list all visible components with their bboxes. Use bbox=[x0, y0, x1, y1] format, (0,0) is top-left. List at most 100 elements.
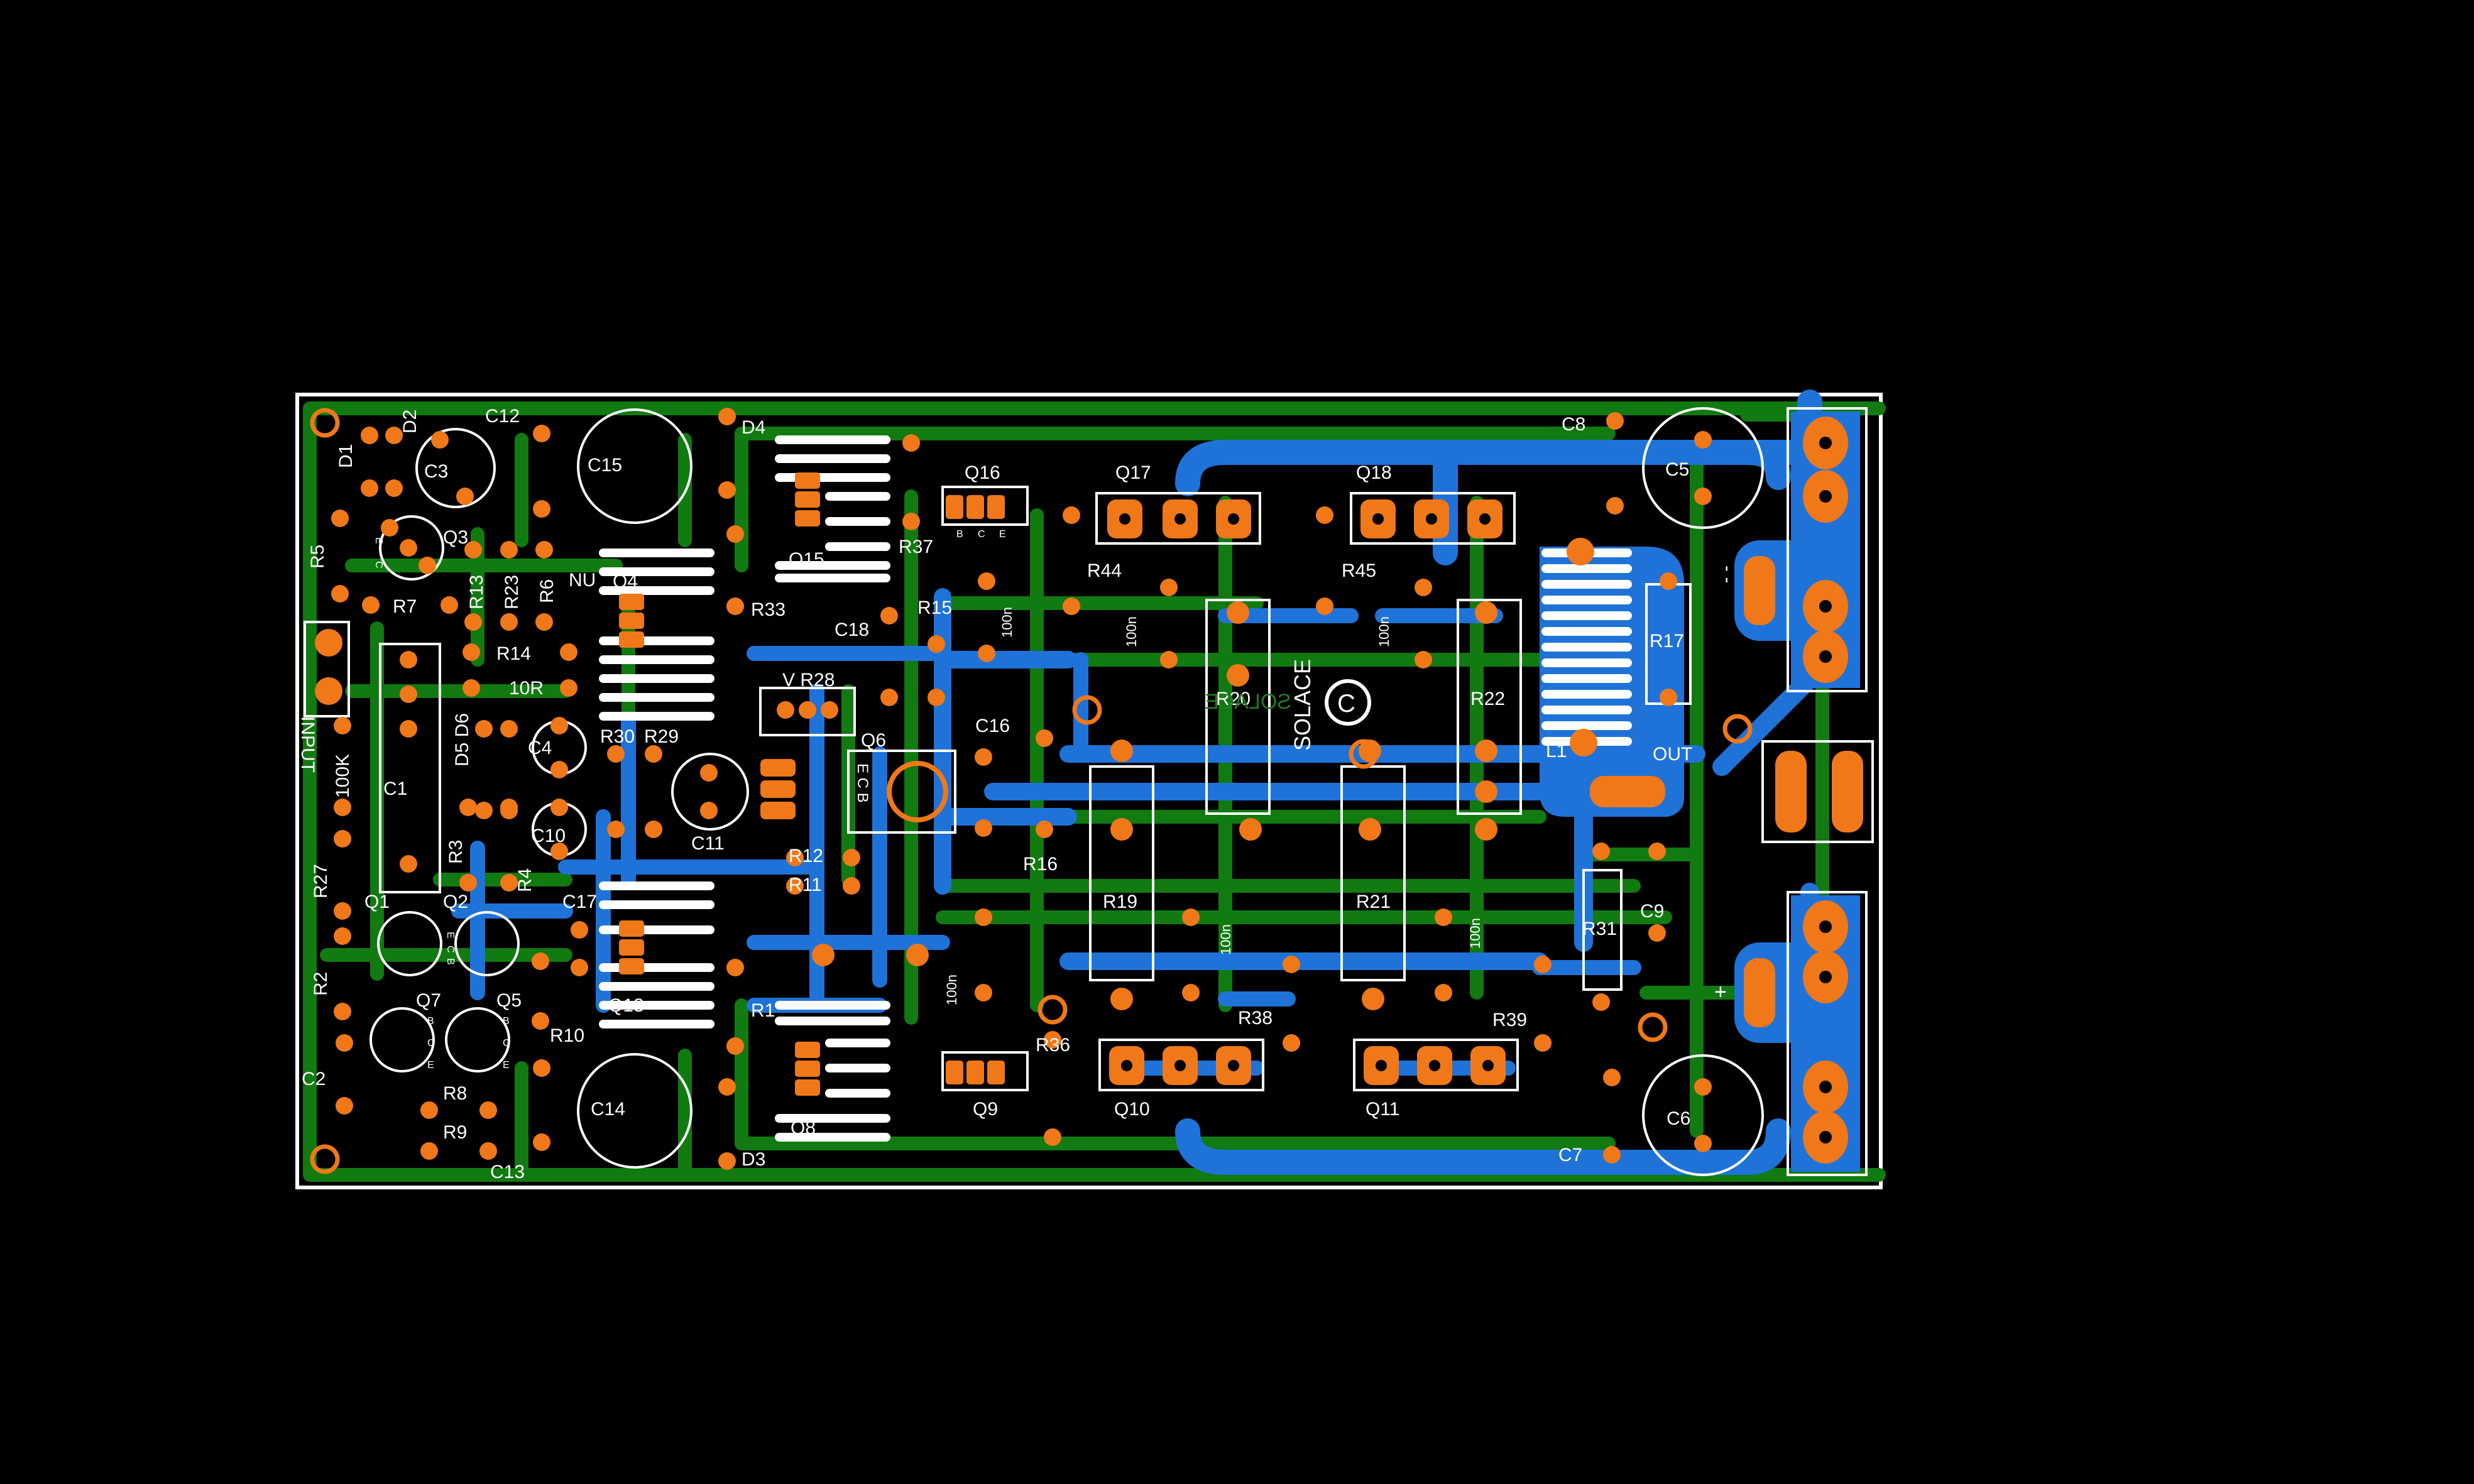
label-r21: R21 bbox=[1356, 892, 1391, 912]
label-q17: Q17 bbox=[1115, 462, 1151, 483]
label-r20: R20 bbox=[1216, 689, 1251, 709]
label-c16: C16 bbox=[975, 716, 1010, 736]
pin-q16-c: C bbox=[978, 529, 985, 540]
q1-outline bbox=[377, 911, 442, 976]
connector-gnd-outline bbox=[1761, 740, 1874, 843]
label-r27: R27 bbox=[310, 864, 331, 898]
label-pos-rail: + bbox=[1714, 980, 1727, 1004]
label-r38: R38 bbox=[1238, 1008, 1273, 1028]
label-input: INPUT bbox=[297, 716, 318, 773]
pin-q1-b: B bbox=[445, 958, 456, 965]
label-nu: NU bbox=[569, 570, 596, 591]
label-r30: R30 bbox=[600, 726, 635, 747]
c1-outline bbox=[379, 643, 441, 893]
r19-outline bbox=[1089, 765, 1154, 981]
label-q4: Q4 bbox=[613, 571, 638, 592]
label-d3: D3 bbox=[742, 1149, 765, 1170]
c14-outline bbox=[577, 1053, 692, 1169]
input-connector-outline bbox=[304, 621, 350, 717]
label-c6: C6 bbox=[1667, 1108, 1690, 1129]
c5-outline bbox=[1642, 407, 1764, 529]
label-c3: C3 bbox=[424, 461, 448, 482]
q17-outline bbox=[1095, 492, 1261, 545]
heatsink-q8 bbox=[775, 1001, 890, 1142]
label-r36: R36 bbox=[1036, 1035, 1070, 1056]
connector-top-outline bbox=[1787, 407, 1868, 692]
label-logo: C bbox=[1337, 690, 1355, 717]
r31-outline bbox=[1582, 869, 1623, 991]
pin-q3-c: C bbox=[373, 561, 384, 569]
pin-q5-e: E bbox=[503, 1060, 510, 1071]
label-q15: Q15 bbox=[789, 549, 824, 570]
label-r16: R16 bbox=[1023, 854, 1058, 875]
r21-outline bbox=[1340, 765, 1406, 981]
label-q1: Q1 bbox=[364, 892, 390, 912]
label-r28: V R28 bbox=[782, 670, 835, 690]
label-r22: R22 bbox=[1470, 689, 1505, 709]
q16-outline bbox=[941, 486, 1029, 526]
label-r7: R7 bbox=[393, 596, 417, 617]
label-cap-100n-e: 100n bbox=[1218, 924, 1234, 955]
label-q8: Q8 bbox=[791, 1118, 816, 1138]
label-d2: D2 bbox=[400, 410, 420, 434]
label-cap-100n-d: 100n bbox=[944, 974, 960, 1005]
label-r17: R17 bbox=[1650, 631, 1684, 652]
label-l1: L1 bbox=[1546, 741, 1567, 761]
inductor-l1 bbox=[1541, 548, 1632, 746]
label-q3: Q3 bbox=[443, 527, 468, 548]
label-r14: R14 bbox=[496, 643, 531, 664]
label-c5: C5 bbox=[1665, 459, 1689, 480]
q6-heatsink bbox=[847, 750, 956, 834]
label-r13: R13 bbox=[466, 575, 487, 609]
label-c10: C10 bbox=[531, 826, 566, 846]
label-brand: SOLACE bbox=[1289, 659, 1315, 751]
pin-q1-e: E bbox=[445, 932, 456, 939]
label-q13: Q13 bbox=[608, 995, 644, 1016]
heatsink-upper-left bbox=[599, 548, 714, 721]
label-c7: C7 bbox=[1558, 1145, 1582, 1165]
label-r9: R9 bbox=[443, 1122, 467, 1143]
label-q11: Q11 bbox=[1366, 1099, 1399, 1120]
pin-q7-c: C bbox=[427, 1038, 435, 1049]
label-r1: R1 bbox=[751, 1000, 775, 1021]
label-cap-100n-b: 100n bbox=[1124, 616, 1139, 647]
pin-q3-e: E bbox=[373, 537, 384, 544]
label-r5: R5 bbox=[307, 545, 328, 569]
label-r19: R19 bbox=[1103, 892, 1137, 912]
label-10r: 10R bbox=[509, 678, 544, 699]
label-q9: Q9 bbox=[973, 1099, 998, 1120]
label-d4: D4 bbox=[742, 417, 765, 438]
label-r2: R2 bbox=[310, 972, 331, 996]
label-r44: R44 bbox=[1087, 560, 1122, 581]
label-c12: C12 bbox=[485, 406, 520, 427]
label-c15: C15 bbox=[588, 455, 622, 476]
heatsink-lower-left bbox=[599, 881, 714, 1028]
label-r12: R12 bbox=[789, 846, 823, 866]
label-c4: C4 bbox=[528, 738, 552, 758]
label-q7: Q7 bbox=[416, 990, 441, 1011]
pin-q7-e: E bbox=[427, 1060, 434, 1071]
label-q18: Q18 bbox=[1356, 462, 1392, 483]
label-r8: R8 bbox=[443, 1083, 467, 1104]
label-cap-100n-f: 100n bbox=[1467, 918, 1483, 949]
label-r6: R6 bbox=[537, 579, 557, 603]
q18-outline bbox=[1350, 492, 1516, 545]
label-neg-rail: - - bbox=[1717, 565, 1738, 583]
q10-outline bbox=[1098, 1039, 1264, 1091]
label-d5d6: D5 D6 bbox=[452, 713, 473, 767]
label-cap-100n-a: 100n bbox=[999, 607, 1015, 638]
pin-q16-e: E bbox=[999, 529, 1006, 540]
q2-outline bbox=[454, 911, 520, 976]
q5-outline bbox=[445, 1007, 510, 1072]
label-out: OUT bbox=[1653, 744, 1692, 765]
pin-q16-b: B bbox=[956, 529, 963, 540]
q6-mount-hole bbox=[887, 761, 948, 822]
q3-outline bbox=[379, 515, 444, 581]
label-q16: Q16 bbox=[965, 462, 1000, 483]
label-r33: R33 bbox=[751, 599, 785, 620]
label-r11: R11 bbox=[789, 875, 822, 895]
heatsink-q15 bbox=[775, 435, 890, 582]
label-r15: R15 bbox=[917, 597, 952, 618]
pin-q7-b: B bbox=[427, 1016, 434, 1027]
